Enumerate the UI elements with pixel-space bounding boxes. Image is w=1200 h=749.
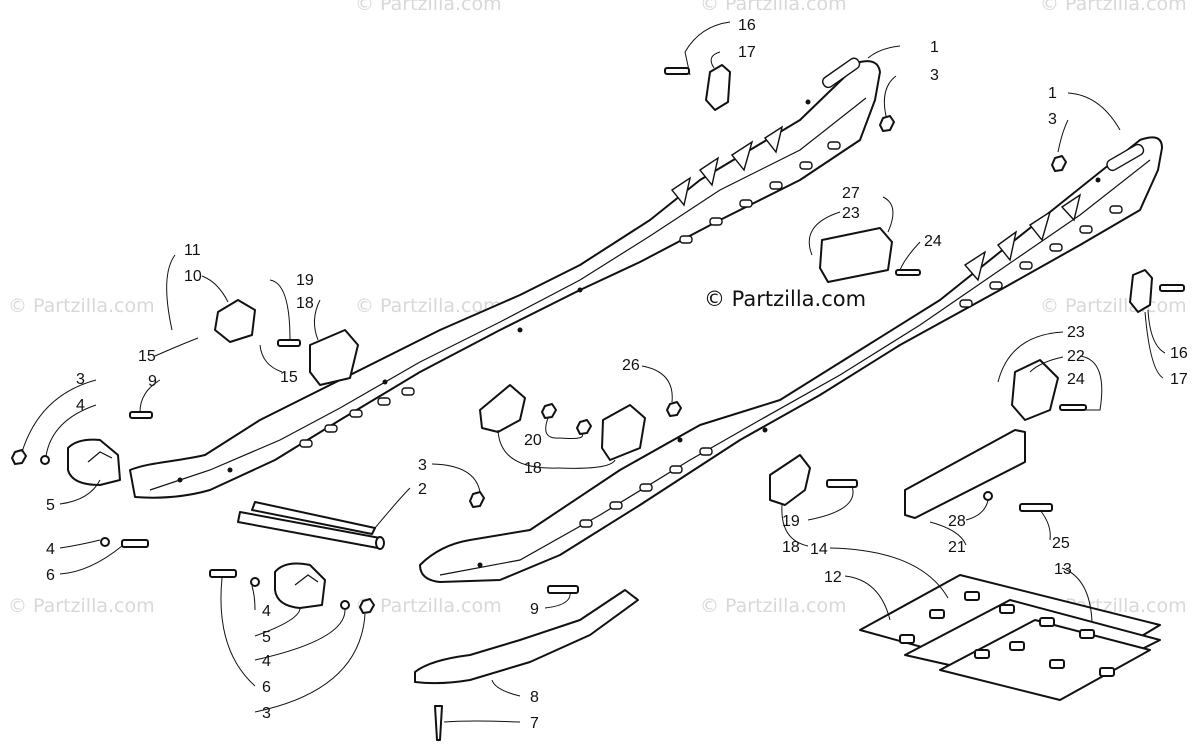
callout-5: 5 [46,497,55,514]
cross-shaft [237,501,385,550]
callout-5: 5 [262,629,271,646]
screw [434,705,443,741]
callout-20: 20 [524,432,542,449]
callout-4: 4 [262,653,271,670]
callout-19: 19 [296,272,314,289]
callout-28: 28 [948,513,966,530]
bumper-block [705,64,731,111]
callout-3: 3 [76,371,85,388]
callout-12: 12 [824,569,842,586]
callout-17: 17 [738,44,756,61]
callout-4: 4 [76,397,85,414]
callout-24: 24 [1067,371,1085,388]
end-block [67,438,121,486]
callout-1: 1 [930,39,939,56]
leader-lines [21,21,1166,723]
watermark-ghost: © Partzilla.com [355,0,502,15]
bracket [769,454,811,506]
bracket [479,384,526,433]
callout-3: 3 [418,457,427,474]
callout-7: 7 [530,715,539,732]
bumper-block [214,299,256,343]
right-slide-rail [419,136,1163,583]
watermark-ghost: © Partzilla.com [1040,295,1187,317]
callout-2: 2 [418,481,427,498]
callout-18: 18 [296,295,314,312]
callout-22: 22 [1067,348,1085,365]
wear-strip [414,589,639,685]
callout-16: 16 [738,17,756,34]
callout-16: 16 [1170,345,1188,362]
bumper-block [819,227,893,283]
callout-4: 4 [46,541,55,558]
watermark-ghost: © Partzilla.com [700,0,847,15]
callout-11: 11 [184,242,201,259]
bracket [601,404,646,461]
callout-3: 3 [1048,111,1057,128]
bumper-block [1011,359,1059,421]
watermark-ghost: © Partzilla.com [1040,0,1187,15]
callout-3: 3 [262,705,271,722]
bumper-block [1129,269,1153,313]
callout-8: 8 [530,689,539,706]
callout-3: 3 [930,67,939,84]
rail-slot-row [299,141,841,448]
callout-4: 4 [262,603,271,620]
callout-21: 21 [948,539,966,556]
end-block [274,562,326,609]
watermark-ghost: © Partzilla.com [8,595,155,617]
callout-24: 24 [924,233,942,250]
track-section [859,574,1161,701]
watermark-ghost: © Partzilla.com [700,595,847,617]
callout-labels: 1 3 16 17 1 3 27 23 24 11 10 19 18 15 15… [46,17,1188,732]
callout-1: 1 [1048,85,1057,102]
watermark-main: © Partzilla.com [704,287,866,311]
watermark-ghost: © Partzilla.com [355,595,502,617]
callout-9: 9 [148,373,157,390]
callout-19: 19 [782,513,800,530]
callout-10: 10 [184,268,202,285]
bracket [309,329,359,386]
fasteners [11,67,1185,614]
callout-23: 23 [842,205,860,222]
callout-6: 6 [46,567,55,584]
watermark-ghost: © Partzilla.com [8,295,155,317]
callout-25: 25 [1052,535,1070,552]
callout-15: 15 [280,369,298,386]
callout-18: 18 [524,460,542,477]
callout-18: 18 [782,539,800,556]
left-slide-rail [129,57,881,499]
track-lug-row [899,591,1115,677]
callout-27: 27 [842,185,860,202]
callout-17: 17 [1170,371,1188,388]
callout-14: 14 [810,541,828,558]
rail-slot-row [579,205,1123,528]
callout-23: 23 [1067,324,1085,341]
callout-15: 15 [138,348,156,365]
callout-13: 13 [1054,561,1072,578]
callout-9: 9 [530,601,539,618]
callout-6: 6 [262,679,271,696]
callout-26: 26 [622,357,640,374]
watermark-ghost: © Partzilla.com [355,295,502,317]
slider-plate [904,429,1026,519]
